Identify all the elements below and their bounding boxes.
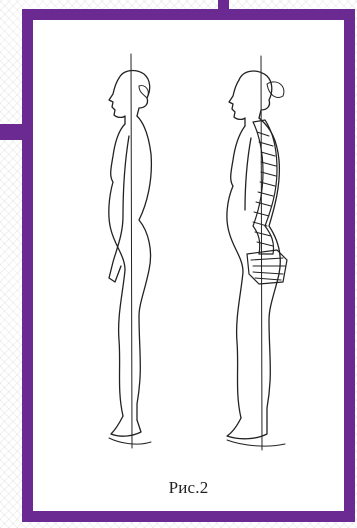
foot-right <box>227 418 267 439</box>
posture-illustration <box>33 20 344 511</box>
arm-left <box>109 136 129 282</box>
back-contour-left <box>137 116 151 420</box>
figure-normal-posture <box>109 54 152 448</box>
hair-bun-left <box>139 86 148 98</box>
plumb-line-right <box>261 56 262 450</box>
figure-frame: Рис.2 <box>22 9 355 522</box>
face-profile-left <box>109 78 125 124</box>
face-profile-right <box>229 80 245 126</box>
head-outline-left <box>119 71 150 116</box>
figure-lordosis-posture <box>227 56 287 450</box>
front-contour-right <box>227 126 245 418</box>
ground-shadow-left <box>109 438 151 444</box>
head-outline-right <box>239 71 272 118</box>
hair-bun-right <box>267 82 284 98</box>
plumb-line-left <box>131 54 132 448</box>
arm-right <box>245 138 251 210</box>
figure-caption: Рис.2 <box>33 478 344 498</box>
ground-shadow-right <box>227 440 285 446</box>
spine-hatching <box>253 132 276 246</box>
